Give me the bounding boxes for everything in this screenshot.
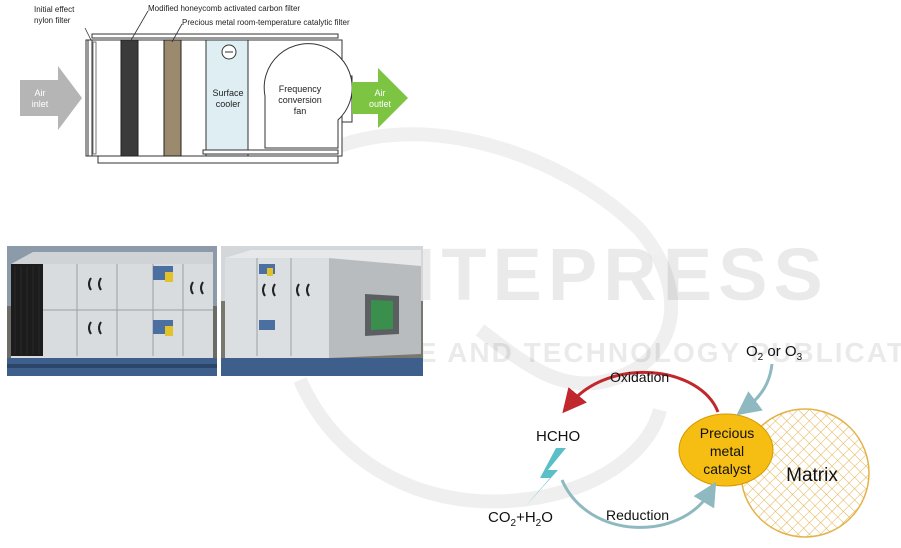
oxygen-label: O2 or O3 xyxy=(746,343,803,363)
unit-photo-side-drawing xyxy=(221,246,423,376)
oxygen-arrow xyxy=(736,363,774,416)
air-outlet-label-1: Air xyxy=(375,88,386,98)
catalytic-filter-label: Precious metal room-temperature catalyti… xyxy=(182,18,350,27)
leader-carbon xyxy=(129,10,149,43)
fan-label-1: Frequency xyxy=(279,84,322,94)
unit-base xyxy=(97,155,339,164)
surface-cooler-label-2: cooler xyxy=(216,99,241,109)
air-inlet-label-1: Air xyxy=(35,88,46,98)
catalyst-label-3: catalyst xyxy=(703,461,751,477)
catalyst-label-2: metal xyxy=(710,443,744,459)
matrix-label: Matrix xyxy=(786,465,838,486)
air-handling-unit-diagram: Air inlet Surface cooler Frequency conve… xyxy=(20,10,408,164)
catalysis-cycle-diagram: Matrix Precious metal catalyst O2 or O3 … xyxy=(488,343,870,538)
nylon-filter-inner xyxy=(92,41,97,155)
fan-label-3: fan xyxy=(294,106,307,116)
surface-cooler-label-1: Surface xyxy=(212,88,243,98)
nylon-filter-label-2: nylon filter xyxy=(34,16,71,25)
nylon-filter-label-1: Initial effect xyxy=(34,5,75,14)
unit-photo-front xyxy=(7,246,217,376)
air-inlet-arrow xyxy=(20,66,82,130)
watermark-swirl xyxy=(327,127,679,391)
fan-housing xyxy=(263,43,353,149)
nylon-filter xyxy=(87,39,93,157)
oxidation-arrow xyxy=(562,370,720,414)
hcho-label: HCHO xyxy=(536,428,580,445)
cooler-drain-pan xyxy=(202,149,339,155)
catalytic-filter xyxy=(163,39,182,157)
catalyst-label-1: Precious xyxy=(700,425,754,441)
air-outlet-label-2: outlet xyxy=(369,99,392,109)
unit-casing-top xyxy=(91,33,339,39)
carbon-filter xyxy=(120,39,139,157)
carbon-filter-label: Modified honeycomb activated carbon filt… xyxy=(148,4,301,13)
fan-label-2: conversion xyxy=(278,95,322,105)
air-inlet-label-2: inlet xyxy=(32,99,49,109)
air-outlet-arrow xyxy=(352,68,408,128)
unit-photo-front-drawing xyxy=(7,246,217,376)
product-label: CO2+H2O xyxy=(488,509,553,529)
lightning-bolt-icon xyxy=(524,448,566,508)
leader-nylon xyxy=(84,27,92,41)
reduction-label: Reduction xyxy=(606,507,669,523)
surface-cooler xyxy=(205,39,249,157)
catalyst-ellipse xyxy=(678,413,774,487)
reduction-arrow xyxy=(560,479,717,529)
leader-catalytic xyxy=(171,23,183,43)
watermark-swirl-lower xyxy=(293,377,667,509)
unit-photo-side xyxy=(221,246,423,376)
oxidation-label: Oxidation xyxy=(610,369,669,385)
